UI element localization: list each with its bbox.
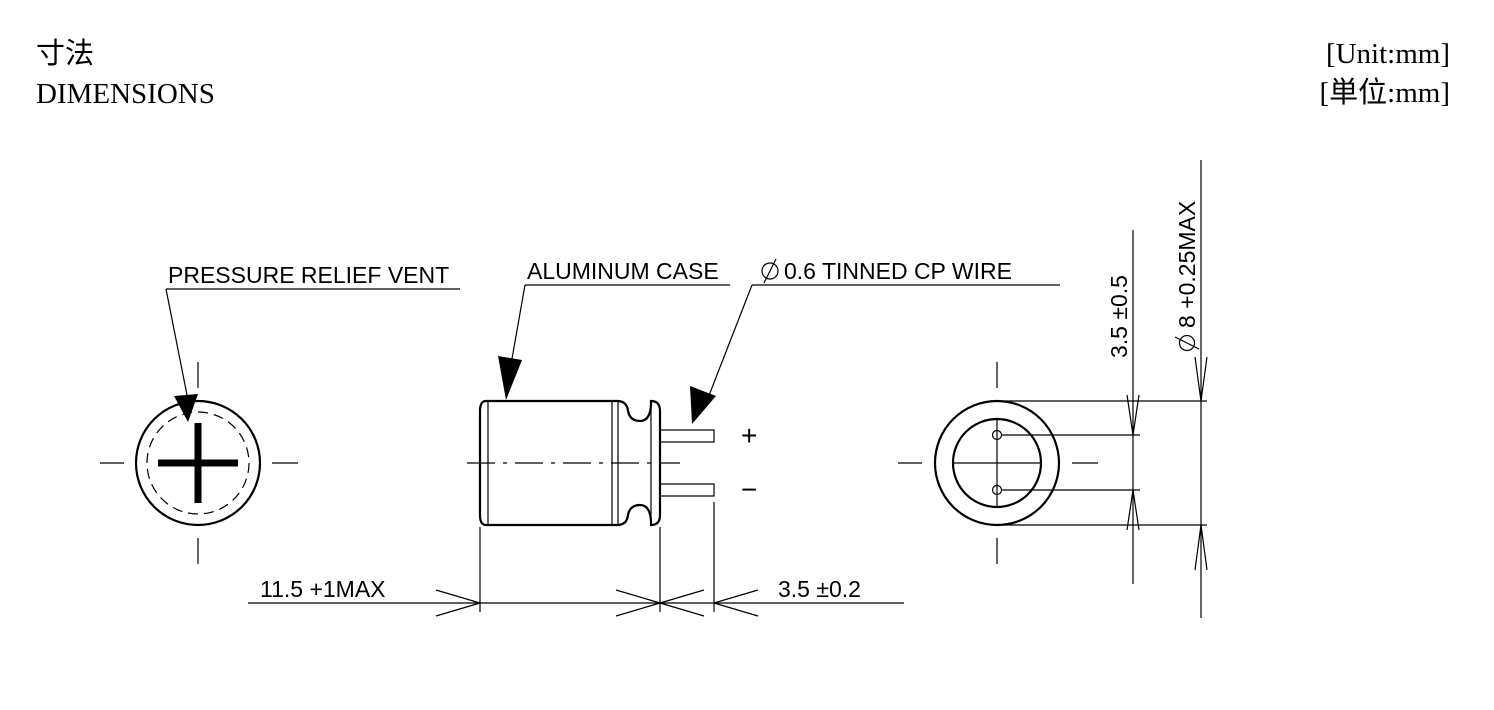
positive-lead — [659, 429, 715, 443]
lead-hole-positive — [991, 429, 1003, 441]
case-label: ALUMINUM CASE — [527, 258, 719, 284]
positive-sign: + — [741, 420, 757, 451]
negative-sign: − — [741, 474, 757, 505]
case-leader-line — [509, 284, 526, 371]
case-body-outline — [478, 399, 662, 527]
vent-arrowhead — [174, 394, 198, 422]
side-view: + − — [467, 399, 757, 527]
case-arrowhead — [498, 356, 522, 400]
case-outline-circle — [134, 399, 262, 527]
title-english: DIMENSIONS — [36, 78, 215, 110]
lead-spacing-dimension-label: 3.5 ±0.5 — [1106, 275, 1132, 358]
case-callout: ALUMINUM CASE — [498, 258, 730, 400]
diameter-dimension-label: 8 +0.25MAX — [1174, 201, 1200, 328]
length-dimension-label: 11.5 +1MAX — [260, 576, 386, 602]
wire-callout: 0.6 TINNED CP WIRE — [690, 258, 1060, 424]
lead-length-dimension-label: 3.5 ±0.2 — [778, 576, 861, 602]
unit-label-japanese: [単位:mm] — [1319, 77, 1451, 109]
vent-leader-line — [165, 288, 189, 401]
diameter-symbol-icon — [1174, 334, 1200, 352]
vent-callout: PRESSURE RELIEF VENT — [165, 262, 460, 422]
title-japanese: 寸法 — [36, 38, 95, 70]
bottom-outer-circle — [933, 399, 1061, 527]
vent-label: PRESSURE RELIEF VENT — [168, 262, 449, 288]
length-dimensions: 11.5 +1MAX 3.5 ±0.2 — [248, 502, 904, 617]
diameter-symbol-icon — [761, 258, 779, 284]
top-view — [100, 362, 298, 564]
negative-lead — [659, 483, 715, 497]
diameter-dimension: 8 +0.25MAX — [1002, 160, 1208, 618]
wire-arrowhead — [690, 386, 716, 424]
wire-leader-line — [707, 284, 753, 399]
case-inner-dashed-circle — [146, 411, 250, 515]
lead-spacing-dimension: 3.5 ±0.5 — [1002, 230, 1140, 584]
bottom-view — [898, 362, 1098, 564]
lead-hole-negative — [991, 484, 1003, 496]
unit-label-english: [Unit:mm] — [1325, 38, 1450, 70]
wire-label: 0.6 TINNED CP WIRE — [784, 258, 1012, 284]
